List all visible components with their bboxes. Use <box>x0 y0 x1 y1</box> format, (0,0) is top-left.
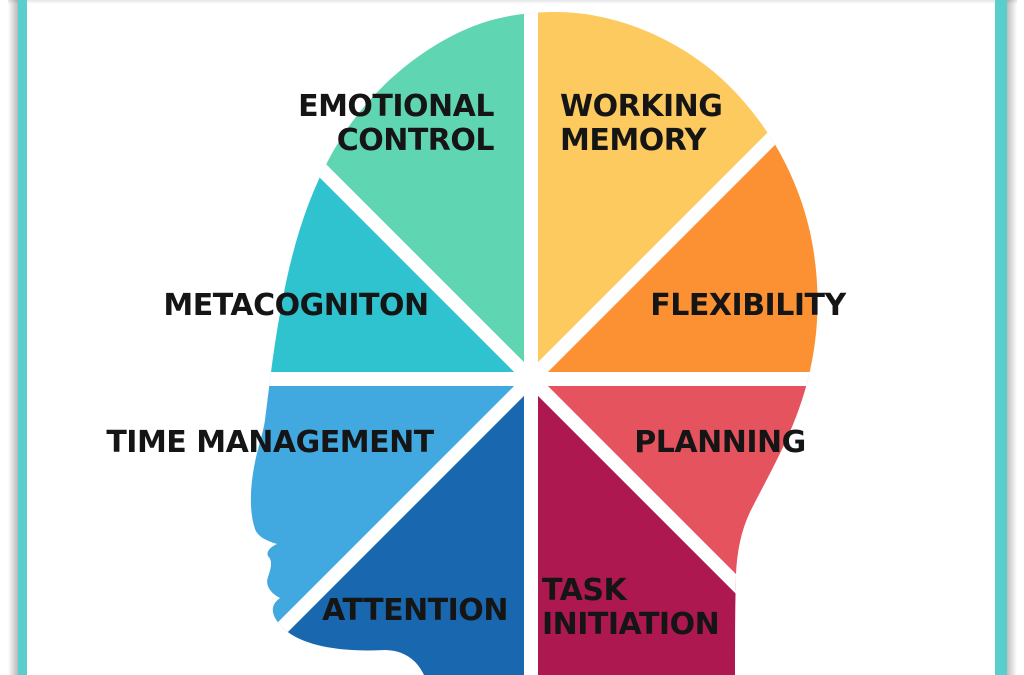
wedge-time-management <box>250 379 531 675</box>
label-emotional-control: EMOTIONAL CONTROL <box>298 89 494 158</box>
segment-divider-lines <box>250 12 818 675</box>
label-flexibility: FLEXIBILITY <box>650 288 846 323</box>
divider-center-dot <box>520 368 542 390</box>
label-metacogniton: METACOGNITON <box>163 288 429 323</box>
label-attention: ATTENTION <box>322 593 508 628</box>
frame-border-left-bar <box>18 0 27 675</box>
wedge-flexibility <box>531 39 818 379</box>
label-planning: PLANNING <box>634 425 806 460</box>
wedge-task-initiation <box>531 379 818 675</box>
label-time-management: TIME MANAGEMENT <box>106 425 434 460</box>
label-working-memory: WORKING MEMORY <box>560 89 723 158</box>
wedge-attention <box>250 379 531 675</box>
label-task-initiation: TASK INITIATION <box>542 573 720 642</box>
head-pie-segments <box>250 12 818 675</box>
frame-border-right-bar <box>995 0 1007 675</box>
